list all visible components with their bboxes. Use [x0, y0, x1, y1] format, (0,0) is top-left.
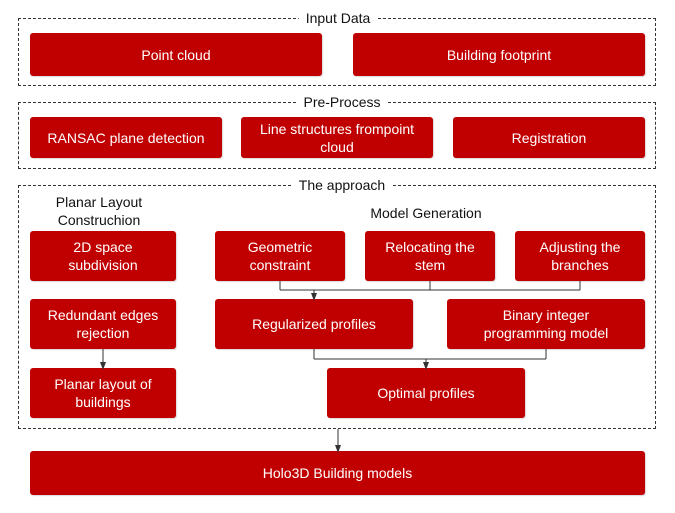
ransac-box: RANSAC plane detection — [30, 117, 222, 158]
regularized-profiles-box: Regularized profiles — [215, 299, 413, 349]
pre-process-title: Pre-Process — [296, 94, 388, 110]
geometric-constraint-box: Geometric constraint — [215, 231, 345, 281]
registration-box: Registration — [453, 117, 645, 158]
binary-integer-box: Binary integer programming model — [447, 299, 645, 349]
input-data-title: Input Data — [298, 10, 378, 26]
relocating-stem-box: Relocating the stem — [365, 231, 495, 281]
planar-layout-buildings-box: Planar layout of buildings — [30, 368, 176, 418]
holo3d-box: Holo3D Building models — [30, 451, 645, 495]
optimal-profiles-box: Optimal profiles — [327, 368, 525, 418]
building-footprint-box: Building footprint — [353, 33, 645, 76]
planar-layout-heading: Planar Layout Construchion — [55, 194, 143, 228]
point-cloud-box: Point cloud — [30, 33, 322, 76]
adjusting-branches-box: Adjusting the branches — [515, 231, 645, 281]
redundant-edges-box: Redundant edges rejection — [30, 299, 176, 349]
space-subdivision-box: 2D space subdivision — [30, 231, 176, 281]
model-generation-heading: Model Generation — [370, 205, 482, 221]
line-structures-box: Line structures frompoint cloud — [241, 117, 433, 158]
approach-title: The approach — [291, 177, 393, 193]
